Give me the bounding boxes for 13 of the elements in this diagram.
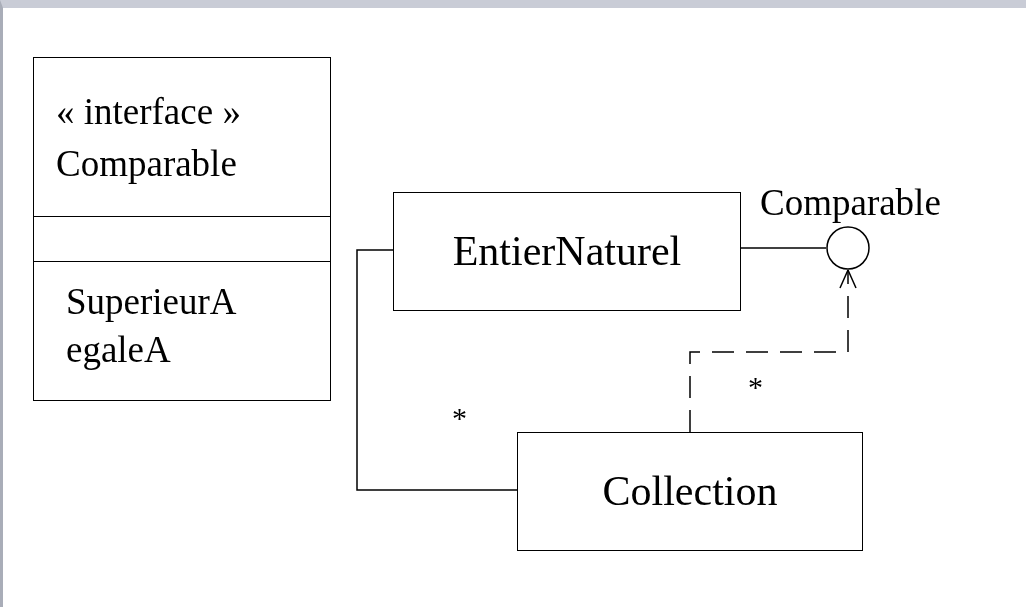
association-line xyxy=(356,249,518,491)
interface-class-box xyxy=(33,57,331,401)
class-box xyxy=(393,192,741,311)
class-name: EntierNaturel xyxy=(452,227,682,276)
realization-line xyxy=(689,269,857,433)
interface-circle xyxy=(826,226,870,270)
interface-name-label: Comparable xyxy=(760,182,941,225)
class-name: Comparable xyxy=(56,141,238,186)
class-name: Collection xyxy=(602,467,778,516)
method-list: SuperieurA egaleA xyxy=(66,278,306,375)
association-line xyxy=(740,247,827,249)
class-box xyxy=(517,432,863,551)
stereotype-label: « interface » xyxy=(56,90,242,134)
